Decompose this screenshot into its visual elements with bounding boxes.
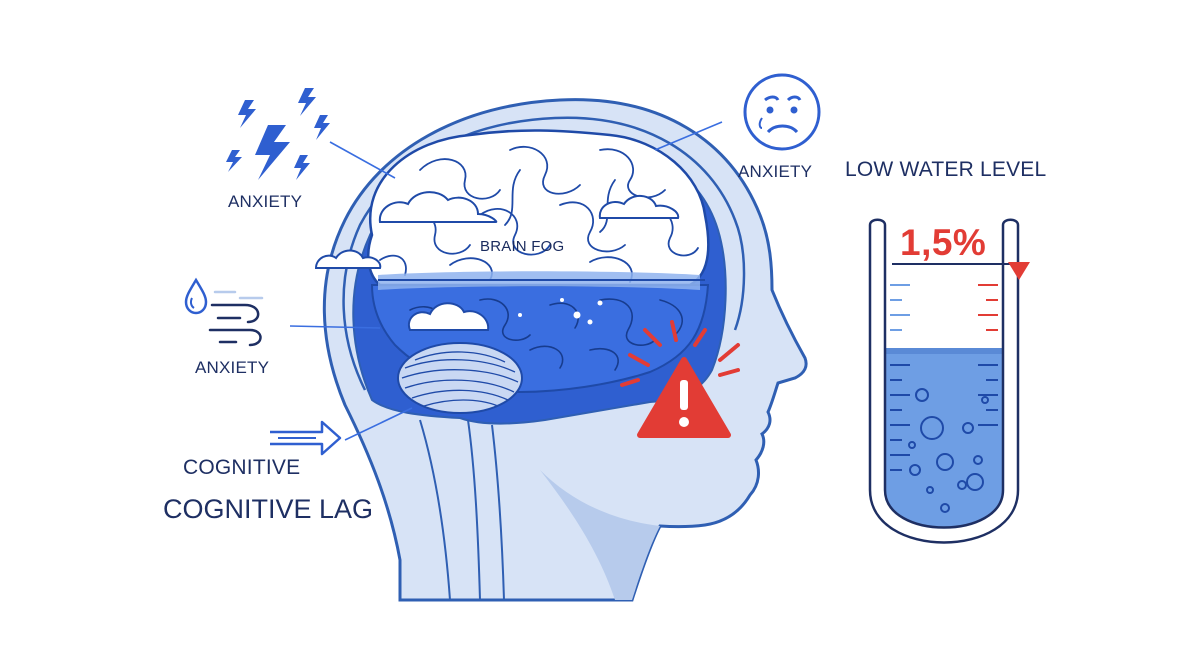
- brain-fog-label: BRAIN FOG: [480, 238, 565, 255]
- warning-icon: [620, 320, 740, 438]
- cerebellum: [397, 342, 523, 414]
- cognitive-label: COGNITIVE: [183, 456, 301, 479]
- sad-face-icon: [743, 73, 821, 151]
- cognitive-lag-label: COGNITIVE LAG: [163, 494, 374, 524]
- cloud-icon: [314, 191, 680, 331]
- low-water-level-label: LOW WATER LEVEL: [845, 158, 1047, 181]
- water-percentage-label: 1,5%: [900, 222, 987, 263]
- arrow-right-icon: [270, 420, 342, 456]
- anxiety-label-water: ANXIETY: [195, 358, 270, 377]
- test-tube-icon: [868, 218, 1030, 544]
- anxiety-label-face: ANXIETY: [738, 162, 813, 181]
- water-drop-icon: [184, 277, 208, 315]
- anxiety-label-lightning: ANXIETY: [228, 192, 303, 211]
- wind-icon: [208, 290, 264, 347]
- pointer-lines: [289, 121, 723, 441]
- lightning-icon: [226, 88, 330, 180]
- brain: [367, 129, 710, 414]
